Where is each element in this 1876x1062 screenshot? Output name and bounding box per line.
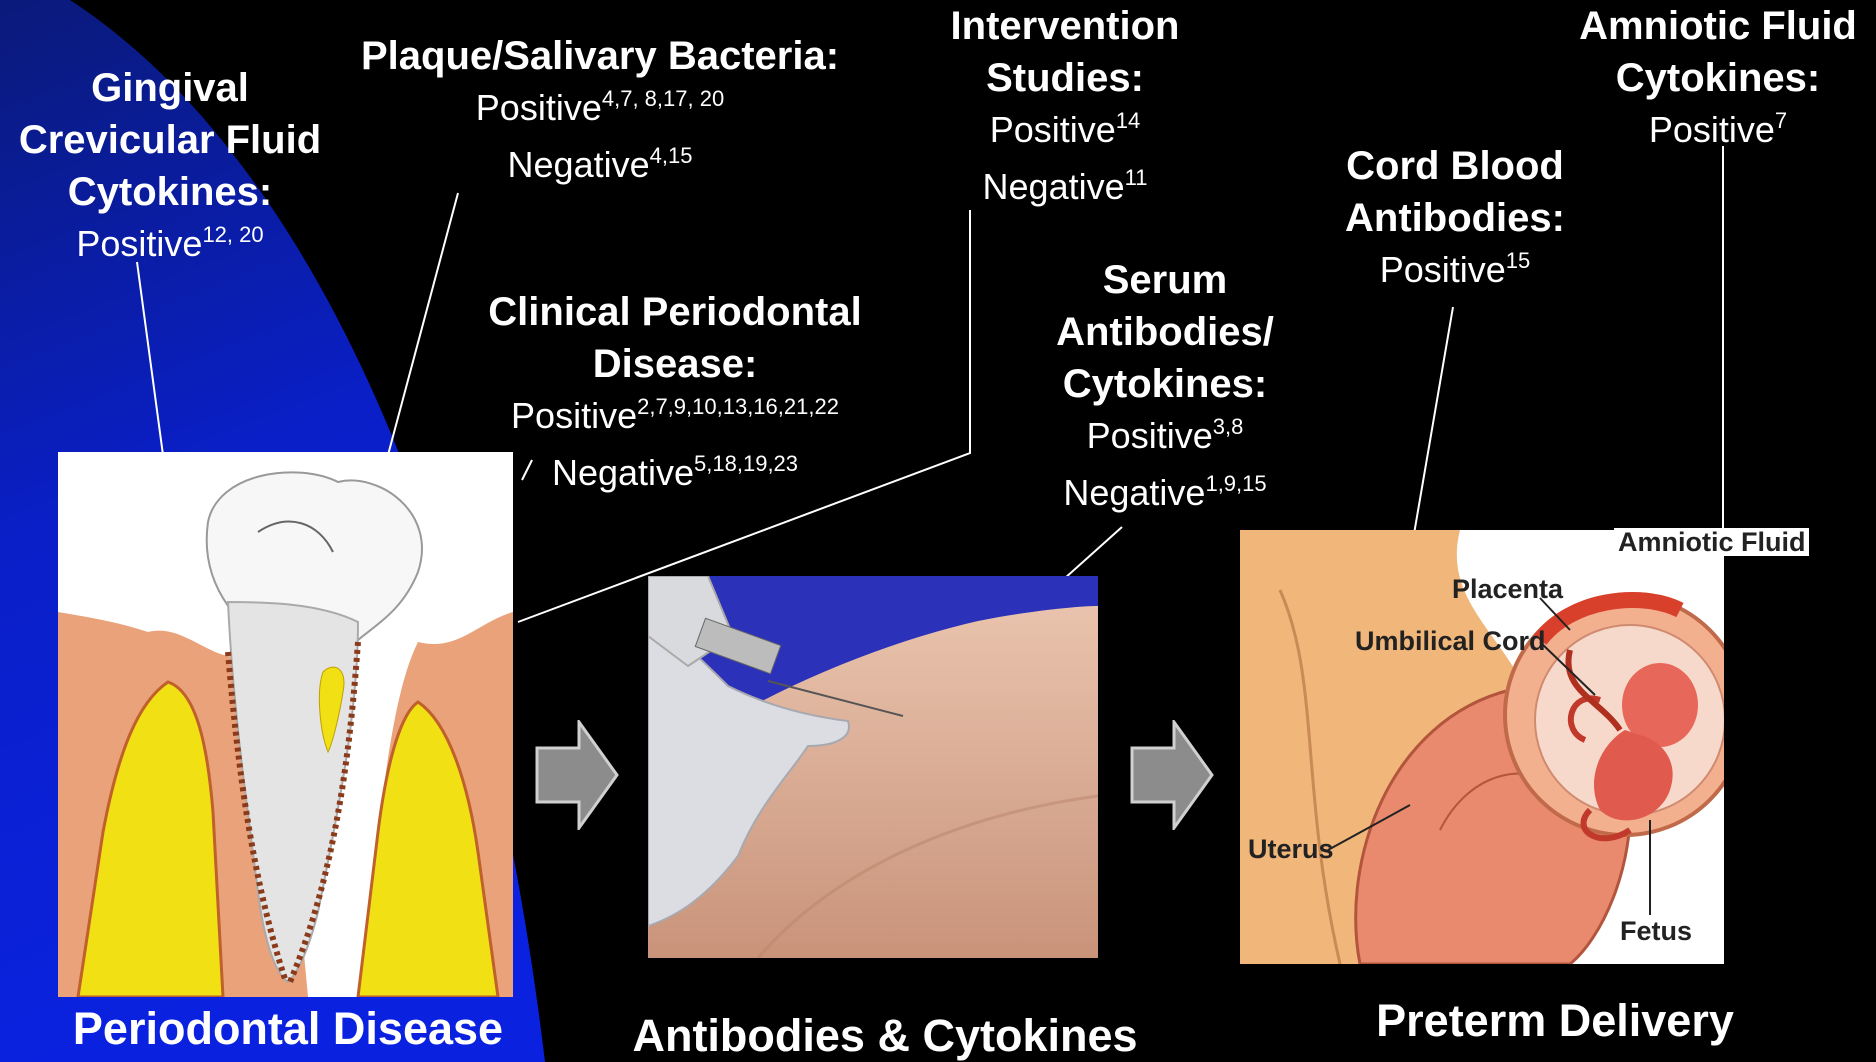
label-serum-antibodies: Serum Antibodies/ Cytokines: Positive3,8…: [1020, 254, 1310, 524]
blood-draw-photo: [648, 576, 1098, 958]
negative-line: Negative5,18,19,23: [455, 447, 895, 504]
label-title: Plaque/Salivary Bacteria:: [330, 30, 870, 82]
label-title: Clinical Periodontal: [455, 286, 895, 338]
label-amniotic-fluid: Amniotic Fluid Cytokines: Positive7: [1560, 0, 1876, 161]
label-cord-blood: Cord Blood Antibodies: Positive15: [1300, 140, 1610, 301]
label-title: Studies:: [900, 52, 1230, 104]
label-title: Intervention: [900, 0, 1230, 52]
annot-fetus: Fetus: [1620, 917, 1692, 945]
annot-uterus: Uterus: [1248, 835, 1334, 863]
caption-antibodies-cytokines: Antibodies & Cytokines: [615, 1010, 1155, 1062]
arrow-right-icon: [1130, 720, 1215, 830]
negative-line: Negative1,9,15: [1020, 467, 1310, 524]
label-plaque-bacteria: Plaque/Salivary Bacteria: Positive4,7, 8…: [330, 30, 870, 196]
negative-line: Negative11: [900, 161, 1230, 218]
positive-line: Positive7: [1560, 104, 1876, 161]
label-clinical-periodontal: Clinical Periodontal Disease: Positive2,…: [455, 286, 895, 504]
label-title: Cytokines:: [1020, 358, 1310, 410]
label-title: Crevicular Fluid: [0, 114, 340, 166]
positive-line: Positive15: [1300, 244, 1610, 301]
label-title: Gingival: [0, 62, 340, 114]
positive-line: Positive12, 20: [0, 218, 340, 275]
label-title: Cytokines:: [1560, 52, 1876, 104]
positive-line: Positive2,7,9,10,13,16,21,22: [455, 390, 895, 447]
positive-line: Positive3,8: [1020, 410, 1310, 467]
caption-preterm-delivery: Preterm Delivery: [1330, 995, 1780, 1047]
arrow-right-icon: [535, 720, 620, 830]
label-title: Antibodies/: [1020, 306, 1310, 358]
annot-amniotic-fluid: Amniotic Fluid: [1614, 528, 1809, 556]
positive-line: Positive14: [900, 104, 1230, 161]
negative-line: Negative4,15: [330, 139, 870, 196]
annot-placenta: Placenta: [1452, 575, 1563, 603]
tooth-illustration: [58, 452, 513, 997]
positive-line: Positive4,7, 8,17, 20: [330, 82, 870, 139]
caption-periodontal-disease: Periodontal Disease: [38, 1003, 538, 1055]
label-title: Disease:: [455, 338, 895, 390]
label-intervention-studies: Intervention Studies: Positive14 Negativ…: [900, 0, 1230, 218]
label-gcf-cytokines: Gingival Crevicular Fluid Cytokines: Pos…: [0, 62, 340, 275]
label-title: Serum: [1020, 254, 1310, 306]
label-title: Amniotic Fluid: [1560, 0, 1876, 52]
label-title: Cytokines:: [0, 166, 340, 218]
label-title: Antibodies:: [1300, 192, 1610, 244]
annot-umbilical-cord: Umbilical Cord: [1355, 627, 1546, 655]
